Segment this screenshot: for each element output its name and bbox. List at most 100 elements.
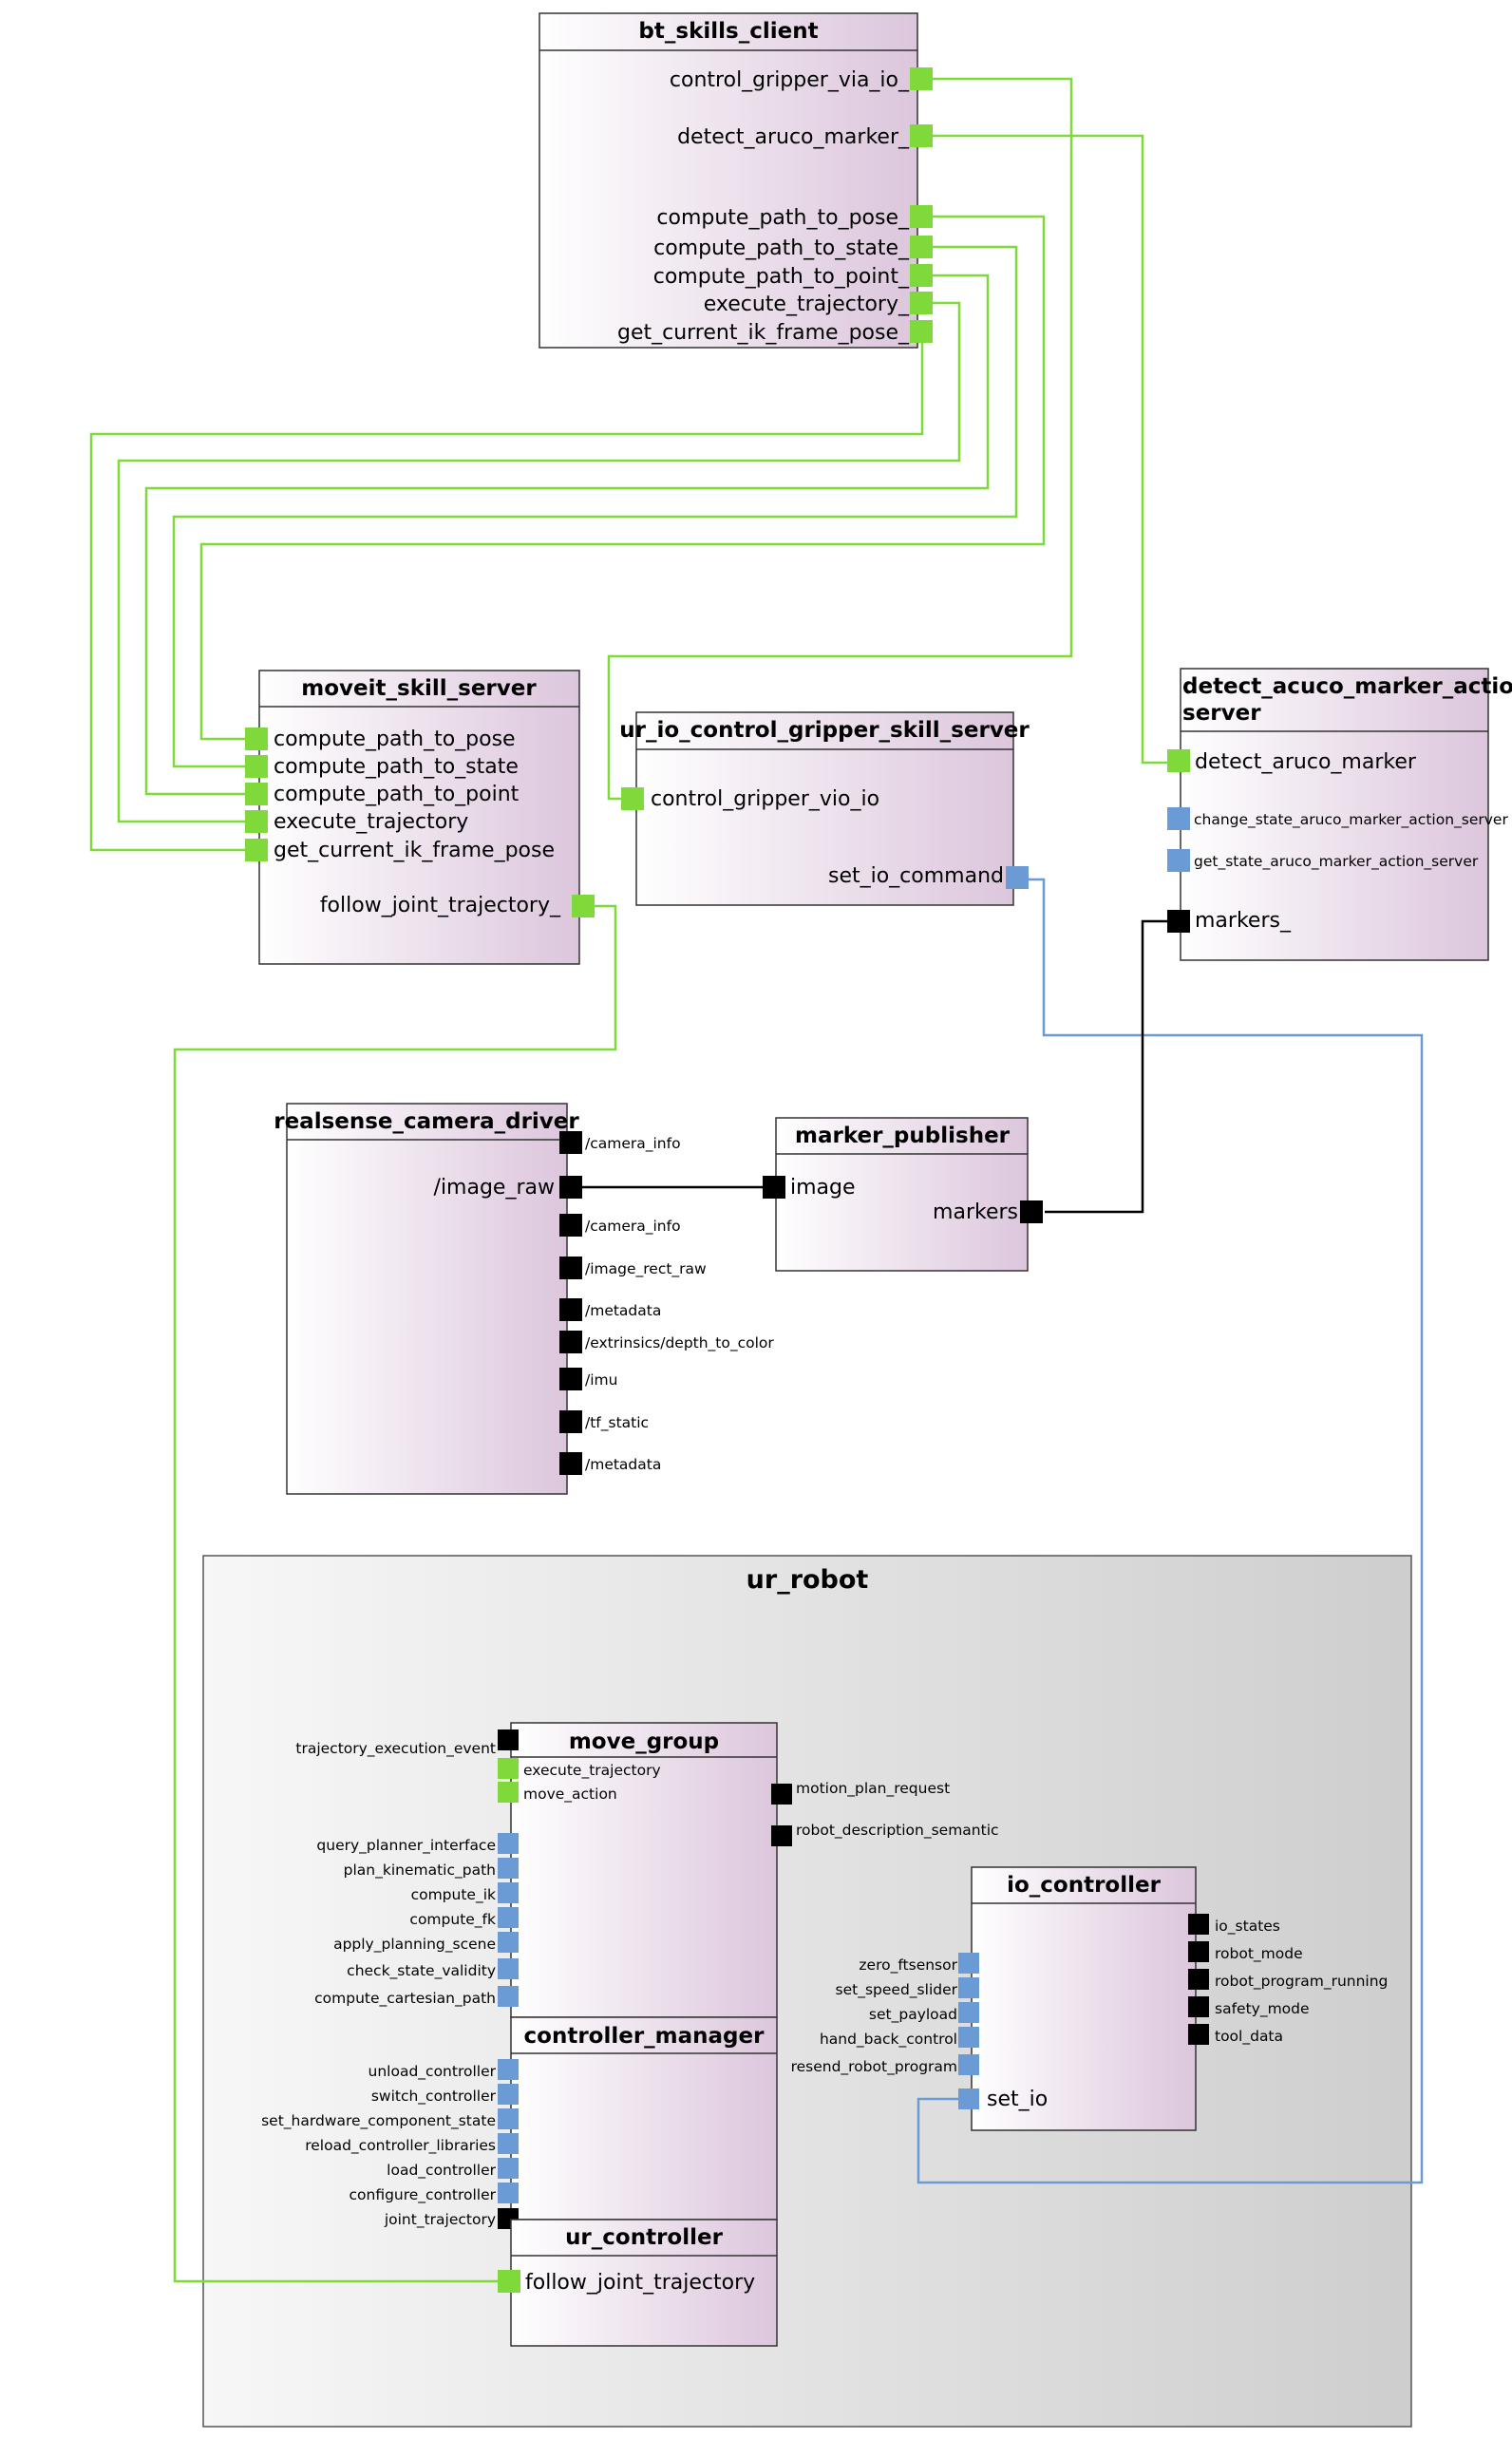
edge-control-gripper (607, 77, 1073, 801)
action-port[interactable] (910, 124, 933, 147)
node-realsense-camera-driver[interactable]: realsense_camera_driver /camera_info /ca… (274, 1103, 774, 1495)
action-port[interactable] (245, 839, 268, 861)
topic-port[interactable] (559, 1298, 582, 1321)
service-port[interactable] (498, 2133, 519, 2154)
service-port[interactable] (498, 2158, 519, 2179)
service-port[interactable] (958, 1977, 979, 1998)
port-label: set_speed_slider (836, 1981, 958, 1999)
topic-port[interactable] (1188, 1996, 1209, 2017)
topic-port[interactable] (559, 1176, 582, 1199)
port-label: /metadata (585, 1302, 661, 1319)
service-port[interactable] (1167, 807, 1190, 830)
action-port[interactable] (1167, 749, 1190, 772)
port-label: detect_aruco_marker_ (677, 125, 910, 149)
topic-port[interactable] (559, 1331, 582, 1353)
service-port[interactable] (958, 2027, 979, 2048)
node-title: ur_io_control_gripper_skill_server (619, 718, 1030, 743)
action-port[interactable] (498, 2270, 520, 2293)
port-label: compute_path_to_pose (274, 728, 516, 751)
service-port[interactable] (498, 1958, 519, 1979)
topic-port[interactable] (559, 1214, 582, 1237)
node-title: detect_acuco_marker_action_ (1182, 674, 1512, 699)
port-label: control_gripper_via_io_ (670, 68, 910, 92)
port-label: compute_ik (411, 1886, 496, 1904)
service-port[interactable] (498, 1986, 519, 2007)
port-label: /camera_info (585, 1218, 681, 1236)
topic-port[interactable] (771, 1825, 792, 1846)
port-label: zero_ftsensor (859, 1956, 957, 1975)
service-port[interactable] (498, 2183, 519, 2203)
port-label: control_gripper_vio_io (651, 787, 879, 811)
action-port[interactable] (910, 236, 933, 258)
action-port[interactable] (572, 895, 595, 917)
port-label: robot_program_running (1215, 1973, 1388, 1991)
topic-port[interactable] (1188, 2024, 1209, 2045)
topic-port[interactable] (763, 1176, 785, 1199)
node-bt-skills-client[interactable]: bt_skills_client control_gripper_via_io_… (539, 12, 933, 349)
service-port[interactable] (1006, 866, 1029, 889)
action-port[interactable] (910, 264, 933, 287)
edge-compute-path-point (144, 274, 990, 796)
node-detect-aruco-marker-action-server[interactable]: detect_acuco_marker_action_ server detec… (1167, 668, 1512, 961)
action-port[interactable] (498, 1758, 519, 1779)
service-port[interactable] (498, 2108, 519, 2129)
action-port[interactable] (910, 205, 933, 228)
topic-port[interactable] (559, 1257, 582, 1279)
action-port[interactable] (245, 810, 268, 833)
action-port[interactable] (498, 1782, 519, 1803)
port-label: follow_joint_trajectory_ (320, 894, 561, 917)
service-port[interactable] (498, 1932, 519, 1953)
topic-port[interactable] (1188, 1941, 1209, 1962)
port-label: compute_fk (409, 1911, 496, 1929)
action-port[interactable] (910, 320, 933, 343)
action-port[interactable] (245, 783, 268, 805)
topic-port[interactable] (1188, 1914, 1209, 1935)
topic-port[interactable] (771, 1784, 792, 1805)
port-label: joint_trajectory (384, 2211, 496, 2229)
port-label: reload_controller_libraries (305, 2137, 496, 2155)
service-port[interactable] (498, 1882, 519, 1903)
node-ur-controller[interactable]: ur_controller follow_joint_trajectory (498, 2219, 778, 2347)
node-title: move_group (569, 1729, 719, 1754)
service-port[interactable] (498, 1833, 519, 1854)
port-label: robot_description_semantic (796, 1822, 999, 1840)
topic-port[interactable] (559, 1410, 582, 1433)
topic-port[interactable] (1188, 1969, 1209, 1990)
service-port[interactable] (1167, 849, 1190, 872)
service-port[interactable] (958, 1953, 979, 1974)
service-port[interactable] (958, 2088, 979, 2109)
port-label: robot_mode (1215, 1945, 1303, 1963)
action-port[interactable] (910, 292, 933, 314)
service-port[interactable] (498, 2059, 519, 2080)
group-title: ur_robot (747, 1565, 869, 1595)
service-port[interactable] (958, 2054, 979, 2075)
node-io-controller[interactable]: io_controller zero_ftsensor set_speed_sl… (791, 1866, 1389, 2131)
service-port[interactable] (498, 2084, 519, 2105)
topic-port[interactable] (498, 1729, 519, 1750)
node-move-group[interactable]: move_group trajectory_execution_event ex… (295, 1722, 999, 2018)
node-marker-publisher[interactable]: marker_publisher image markers (763, 1117, 1043, 1272)
topic-port[interactable] (1167, 910, 1190, 933)
topic-port[interactable] (559, 1452, 582, 1475)
port-label: load_controller (387, 2162, 496, 2180)
port-label: get_current_ik_frame_pose (274, 839, 555, 862)
node-title: server (1182, 701, 1261, 726)
service-port[interactable] (498, 1858, 519, 1879)
node-moveit-skill-server[interactable]: moveit_skill_server compute_path_to_pose… (245, 670, 595, 965)
node-controller-manager[interactable]: controller_manager unload_controller swi… (261, 2016, 778, 2229)
service-port[interactable] (958, 2002, 979, 2023)
service-port[interactable] (498, 1907, 519, 1928)
topic-port[interactable] (1020, 1200, 1043, 1223)
action-port[interactable] (910, 67, 933, 90)
topic-port[interactable] (559, 1131, 582, 1154)
action-port[interactable] (245, 728, 268, 750)
action-port[interactable] (245, 755, 268, 778)
action-port[interactable] (621, 787, 644, 810)
node-ur-io-control-gripper-skill-server[interactable]: ur_io_control_gripper_skill_server contr… (619, 711, 1030, 906)
port-label: compute_path_to_point (274, 783, 520, 806)
topic-port[interactable] (559, 1368, 582, 1390)
edge-detect-aruco (922, 134, 1182, 765)
edge-execute-trajectory (117, 301, 961, 823)
edge-compute-path-pose (199, 215, 1046, 741)
